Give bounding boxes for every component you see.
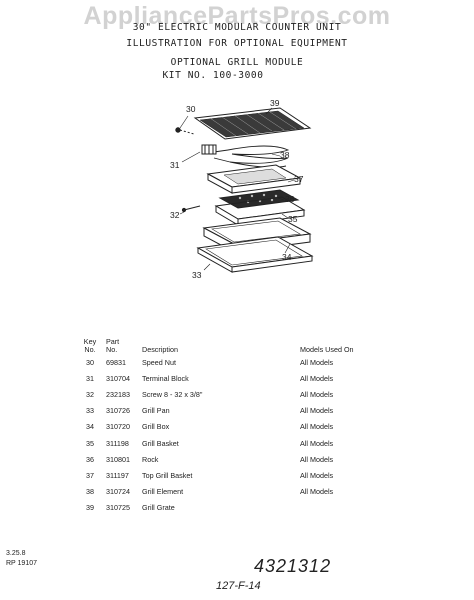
table-row: 39 310725 Grill Grate	[74, 500, 400, 516]
description: Grill Element	[142, 487, 184, 497]
callout-31: 31	[170, 160, 180, 170]
table-row: 33 310726 Grill Pan All Models	[74, 403, 400, 419]
table-row: 30 69831 Speed Nut All Models	[74, 354, 400, 370]
table-row: 37 311197 Top Grill Basket All Models	[74, 467, 400, 483]
description: Screw 8 - 32 x 3/8"	[142, 389, 203, 399]
callout-33: 33	[192, 270, 202, 280]
models-header: Models Used On	[300, 345, 354, 354]
table-row: 31 310704 Terminal Block All Models	[74, 370, 400, 386]
part-header-line1: Part	[106, 337, 120, 346]
table-row: 32 232183 Screw 8 - 32 x 3/8" All Models	[74, 386, 400, 402]
table-row: 38 310724 Grill Element All Models	[74, 484, 400, 500]
key-no: 34	[86, 422, 94, 432]
key-header-line2: No.	[84, 345, 96, 354]
key-no: 32	[86, 389, 94, 399]
part-no: 310704	[106, 373, 130, 383]
parts-table: Key No. Part No. Description Models Used…	[74, 332, 400, 516]
key-header-line1: Key	[83, 337, 97, 346]
speed-nut-part	[175, 127, 195, 135]
key-no: 36	[86, 454, 94, 464]
table-row: 34 310720 Grill Box All Models	[74, 419, 400, 435]
key-no: 30	[86, 357, 94, 367]
description: Grill Grate	[142, 503, 175, 513]
models: All Models	[300, 406, 334, 416]
description: Grill Basket	[142, 438, 179, 448]
watermark: AppliancePartsPros.com	[83, 2, 391, 30]
key-no-header: Key No.	[74, 332, 106, 354]
screw-part	[181, 205, 201, 213]
key-no: 38	[86, 487, 94, 497]
document-subtitle: ILLUSTRATION FOR OPTIONAL EQUIPMENT	[126, 38, 348, 49]
description: Rock	[142, 454, 159, 464]
part-no: 310726	[106, 406, 130, 416]
models	[300, 500, 400, 516]
kit-number: KIT NO. 100-3000	[162, 70, 264, 81]
description: Grill Pan	[142, 406, 170, 416]
callout-35: 35	[288, 214, 298, 224]
key-no: 33	[86, 406, 94, 416]
part-no: 310801	[106, 454, 130, 464]
part-no: 69831	[106, 357, 126, 367]
part-no-header: Part No.	[106, 332, 140, 354]
callout-38: 38	[280, 150, 290, 160]
part-header-line2: No.	[106, 345, 118, 354]
callout-39: 39	[270, 98, 280, 108]
models: All Models	[300, 357, 334, 367]
models: All Models	[300, 389, 334, 399]
description: Terminal Block	[142, 373, 189, 383]
key-no: 39	[86, 503, 94, 513]
callout-30: 30	[186, 104, 196, 114]
models: All Models	[300, 422, 334, 432]
models: All Models	[300, 373, 334, 383]
top-grill-basket-part	[206, 164, 302, 194]
part-no: 232183	[106, 389, 130, 399]
exploded-parts-diagram: 30 39 31 38 37 36 32 35 34 33	[170, 98, 314, 280]
part-no: 310720	[106, 422, 130, 432]
terminal-block-part	[201, 144, 217, 155]
grill-grate-part	[193, 107, 312, 140]
handwritten-code: 127-F-14	[216, 580, 261, 592]
callout-32: 32	[170, 210, 180, 220]
rp-code: RP 19107	[6, 560, 38, 567]
handwritten-part-number: 4321312	[254, 556, 332, 576]
description: Top Grill Basket	[142, 470, 193, 480]
models: All Models	[300, 438, 334, 448]
document-title: 30" ELECTRIC MODULAR COUNTER UNIT	[132, 22, 342, 33]
key-no: 35	[86, 438, 94, 448]
part-no: 310725	[106, 503, 130, 513]
table-row: 35 311198 Grill Basket All Models	[74, 435, 400, 451]
date-code: 3.25.8	[6, 550, 26, 557]
callout-36: 36	[285, 194, 295, 204]
grill-element-part	[213, 145, 290, 168]
callout-34: 34	[282, 252, 292, 262]
part-no: 311197	[106, 470, 129, 480]
table-row: 36 310801 Rock All Models	[74, 451, 400, 467]
models: All Models	[300, 487, 334, 497]
key-no: 37	[86, 470, 94, 480]
part-no: 310724	[106, 487, 130, 497]
grill-pan-part	[196, 236, 314, 273]
description: Speed Nut	[142, 357, 176, 367]
models: All Models	[300, 470, 334, 480]
part-no: 311198	[106, 438, 129, 448]
parts-table-header: Key No. Part No. Description Models Used…	[74, 332, 400, 354]
key-no: 31	[86, 373, 94, 383]
module-name: OPTIONAL GRILL MODULE	[170, 57, 304, 68]
description-header: Description	[142, 345, 178, 354]
callout-37: 37	[294, 174, 304, 184]
description: Grill Box	[142, 422, 170, 432]
models: All Models	[300, 454, 334, 464]
